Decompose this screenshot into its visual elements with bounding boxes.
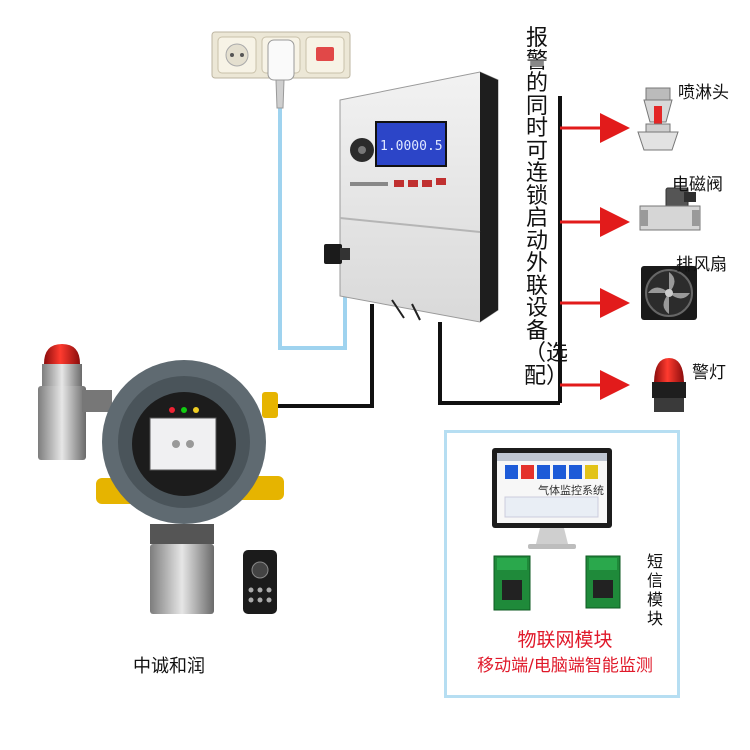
iot-title: 物联网模块 [517,629,613,651]
iot-panel: 物联网模块 移动端/电脑端智能监测 [444,430,680,698]
iot-subtitle: 移动端/电脑端智能监测 [477,656,653,676]
iot-module-icon [493,555,531,611]
alarm-controller-icon: 1.0000.5 [324,71,499,323]
sms-module-icon [585,555,621,609]
detector-brand: 中诚和润 [133,656,205,677]
signal-wire-1 [272,304,374,408]
solenoid-valve-icon [639,187,701,231]
signal-wire-2 [438,322,560,405]
power-cable [278,80,347,350]
monitor-screen-title: 气体监控系统 [538,484,604,497]
remote-control-icon [243,550,277,614]
label-solenoid-valve: 电磁阀 [672,175,723,195]
svg-text:1.0000.5: 1.0000.5 [380,139,443,154]
exhaust-fan-icon [641,266,697,320]
label-sprinkler: 喷淋头 [678,83,729,103]
gas-detector-icon [38,344,284,614]
label-warning-lamp: 警灯 [692,363,726,383]
sprinkler-head-icon [637,87,679,151]
sms-module-label: 短信模块 [646,552,663,628]
warning-lamp-icon [652,358,686,412]
label-exhaust-fan: 排风扇 [676,255,727,275]
wall-socket-icon [211,31,351,81]
linkage-note: 报警的同时可连锁启动外联设备（选配） [524,26,569,389]
monitor-icon [492,448,612,549]
